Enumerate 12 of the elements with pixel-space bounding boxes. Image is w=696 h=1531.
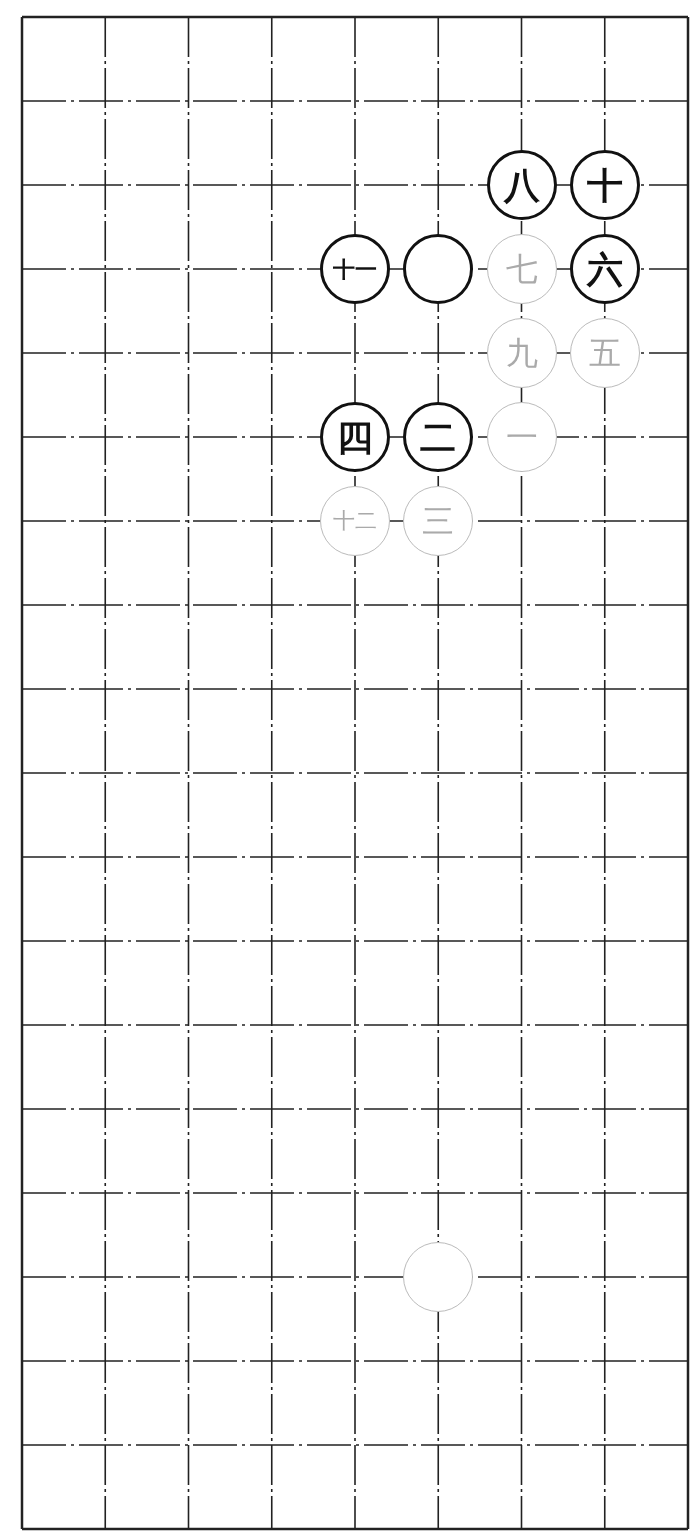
faint-go-stone: 十二 bbox=[320, 486, 390, 556]
faint-go-stone: 九 bbox=[486, 318, 557, 388]
go-stone: 十 bbox=[569, 150, 640, 220]
faint-go-stone: 七 bbox=[486, 234, 557, 304]
go-stone: 六 bbox=[569, 234, 640, 304]
faint-go-stone: 一 bbox=[486, 402, 557, 472]
go-stone: 十一 bbox=[320, 234, 390, 304]
go-stone: 四 bbox=[320, 402, 390, 472]
faint-go-stone: 五 bbox=[569, 318, 640, 388]
faint-go-stone: 三 bbox=[403, 486, 474, 556]
go-stone: 八 bbox=[486, 150, 557, 220]
go-stone: 二 bbox=[403, 402, 474, 472]
